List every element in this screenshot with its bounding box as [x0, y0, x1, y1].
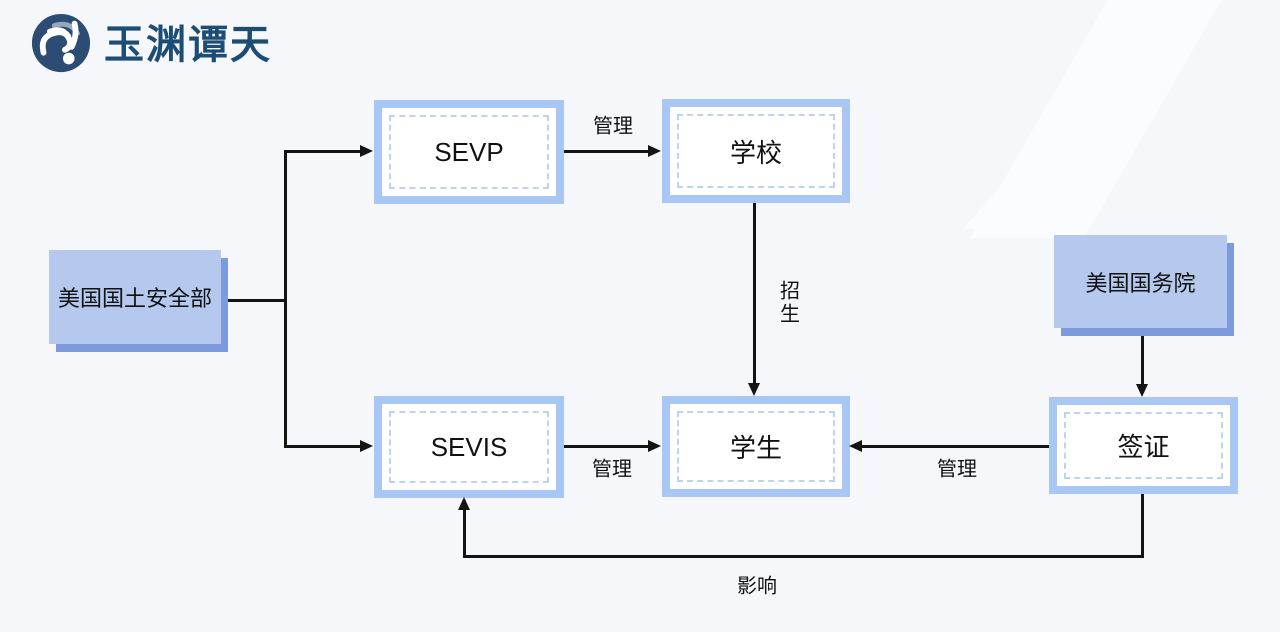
node-state-department-label: 美国国务院	[1085, 270, 1196, 296]
node-sevp: SEVP	[374, 100, 564, 204]
edge-school-student	[753, 203, 756, 383]
edge-dhs-branch-vertical	[284, 150, 287, 448]
node-sevis-label: SEVIS	[430, 431, 508, 462]
arrowhead-left-icon	[849, 440, 862, 452]
arrowhead-right-icon	[360, 440, 373, 452]
node-student-label: 学生	[729, 433, 782, 463]
arrowhead-right-icon	[648, 440, 661, 452]
edge-dhs-sevis	[284, 445, 360, 448]
node-school-label: 学校	[729, 137, 782, 168]
edge-sevp-school	[564, 150, 648, 153]
edge-sevis-student	[564, 445, 648, 448]
arrowhead-right-icon	[648, 145, 661, 157]
node-visa-label: 签证	[1117, 432, 1170, 462]
node-dhs-label: 美国国土安全部	[57, 286, 212, 311]
edge-dhs-branch-stub	[228, 299, 285, 302]
arrowhead-down-icon	[1136, 384, 1148, 397]
edge-state-visa	[1141, 336, 1144, 384]
edge-label-visa-student: 管理	[937, 458, 977, 481]
edge-label-sevis-student: 管理	[592, 458, 632, 481]
edge-visa-sevis-left-vertical	[463, 509, 466, 557]
edge-label-school-student: 招生	[776, 280, 799, 326]
brand-logo: 玉渊谭天	[30, 12, 272, 74]
node-visa: 签证	[1049, 397, 1238, 494]
node-sevp-label: SEVP	[434, 136, 504, 167]
edge-label-sevp-school: 管理	[593, 115, 633, 138]
node-state-department: 美国国务院	[1054, 235, 1227, 328]
edge-dhs-sevp	[284, 150, 360, 153]
node-dhs: 美国国土安全部	[49, 250, 221, 344]
node-sevis: SEVIS	[374, 396, 564, 498]
arrowhead-right-icon	[360, 145, 373, 157]
edge-visa-sevis-right-vertical	[1141, 494, 1144, 558]
brand-logo-text: 玉渊谭天	[104, 22, 272, 67]
arrowhead-down-icon	[748, 383, 760, 396]
node-school: 学校	[662, 99, 850, 203]
edge-visa-sevis-horizontal	[463, 555, 1144, 558]
edge-label-visa-sevis: 影响	[737, 575, 777, 598]
node-student: 学生	[662, 396, 850, 497]
arrowhead-up-icon	[458, 497, 470, 510]
edge-visa-student	[862, 445, 1049, 448]
wave-exclamation-circle-icon	[31, 13, 91, 73]
